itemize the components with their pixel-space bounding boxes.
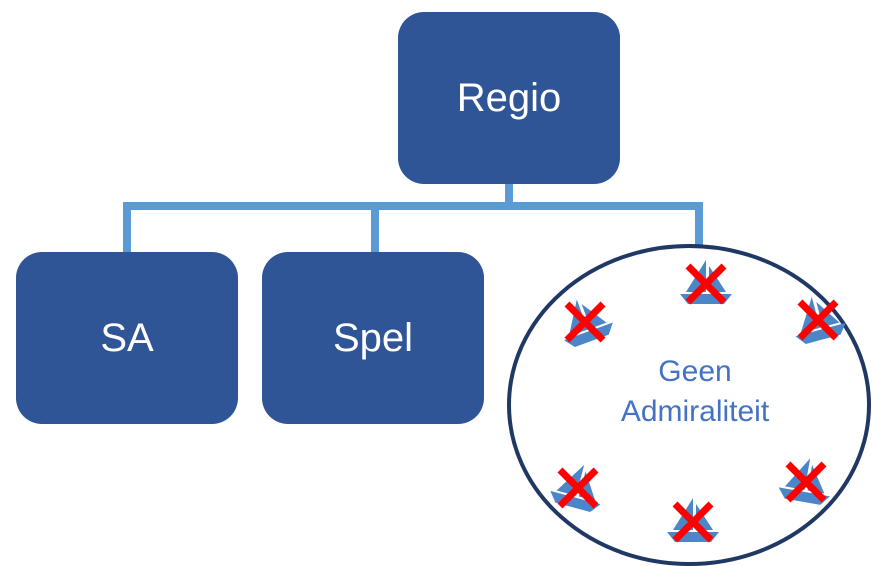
red-cross-icon	[685, 263, 727, 305]
node-spel: Spel	[262, 252, 484, 424]
circle-label: Geen Admiraliteit	[560, 352, 830, 432]
crossed-boat	[547, 458, 610, 515]
red-cross-icon	[557, 467, 599, 509]
red-cross-icon	[785, 461, 827, 503]
crossed-boat	[680, 260, 732, 305]
node-regio-label: Regio	[456, 75, 562, 120]
connector-lines	[123, 184, 703, 254]
crossed-boat	[667, 498, 719, 543]
red-cross-icon	[797, 299, 839, 341]
node-regio: Regio	[398, 12, 620, 184]
red-cross-icon	[564, 301, 606, 343]
red-cross-icon	[672, 501, 714, 543]
node-sa-label: SA	[100, 315, 154, 360]
crossed-boat	[776, 453, 836, 507]
node-spel-label: Spel	[332, 315, 414, 360]
crossed-boats	[547, 260, 849, 543]
circle-label-line1: Geen	[658, 355, 732, 388]
crossed-boat	[786, 290, 849, 347]
circle-label-line2: Admiraliteit	[620, 395, 770, 428]
node-sa: SA	[16, 252, 238, 424]
no-admiralty-circle	[507, 244, 871, 566]
crossed-boat	[552, 290, 617, 350]
